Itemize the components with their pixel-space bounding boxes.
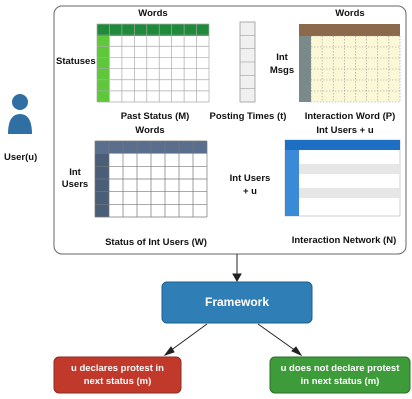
interaction-word-top-label: Words [335,8,365,19]
past-status-side-label: Statuses [56,56,96,67]
interaction-network-side [285,150,299,216]
interaction-word-header [299,24,400,36]
status-int-users-side-label-2: Users [61,179,89,190]
interaction-word-side-label-2: Msgs [269,65,295,76]
interaction-network-header [285,140,400,150]
framework-box [161,281,313,324]
interaction-network-side-label-1: Int Users [229,173,271,184]
interaction-network-caption: Interaction Network (N) [291,235,397,246]
posting-times-caption: Posting Times (t) [209,111,287,122]
status-int-users-matrix [94,140,208,218]
status-int-users-caption: Status of Int Users (W) [105,237,207,248]
framework-label: Framework [204,295,270,309]
interaction-network-matrix [284,139,401,217]
interaction-network-top-label: Int Users + u [316,125,374,136]
past-status-caption: Past Status (M) [120,111,190,122]
no-protest-outcome-line1: u does not declare protest [280,363,400,374]
past-status-matrix [96,23,210,103]
status-int-users-top-label: Words [135,125,165,136]
past-status-side [97,36,109,102]
interaction-word-caption: Interaction Word (P) [304,111,396,122]
user-icon [6,88,34,134]
status-int-users-side-label-1: Int [69,167,81,178]
interaction-network-side-label-2: + u [243,186,257,197]
posting-times-column [239,21,256,103]
interaction-word-side [299,36,311,102]
protest-outcome-line2: next status (m) [83,376,152,387]
user-label: User(u) [4,152,38,163]
status-int-users-side [95,153,109,217]
protest-outcome-line1: u declares protest in [71,363,164,374]
past-status-top-label: Words [138,8,168,19]
past-status-header [97,24,209,36]
interaction-word-side-label-1: Int [276,52,288,63]
protest-outcome-box [53,356,182,394]
no-protest-outcome-line2: in next status (m) [300,376,380,387]
interaction-word-matrix [299,24,401,103]
no-protest-outcome-box [269,356,411,394]
arrows [163,254,303,357]
